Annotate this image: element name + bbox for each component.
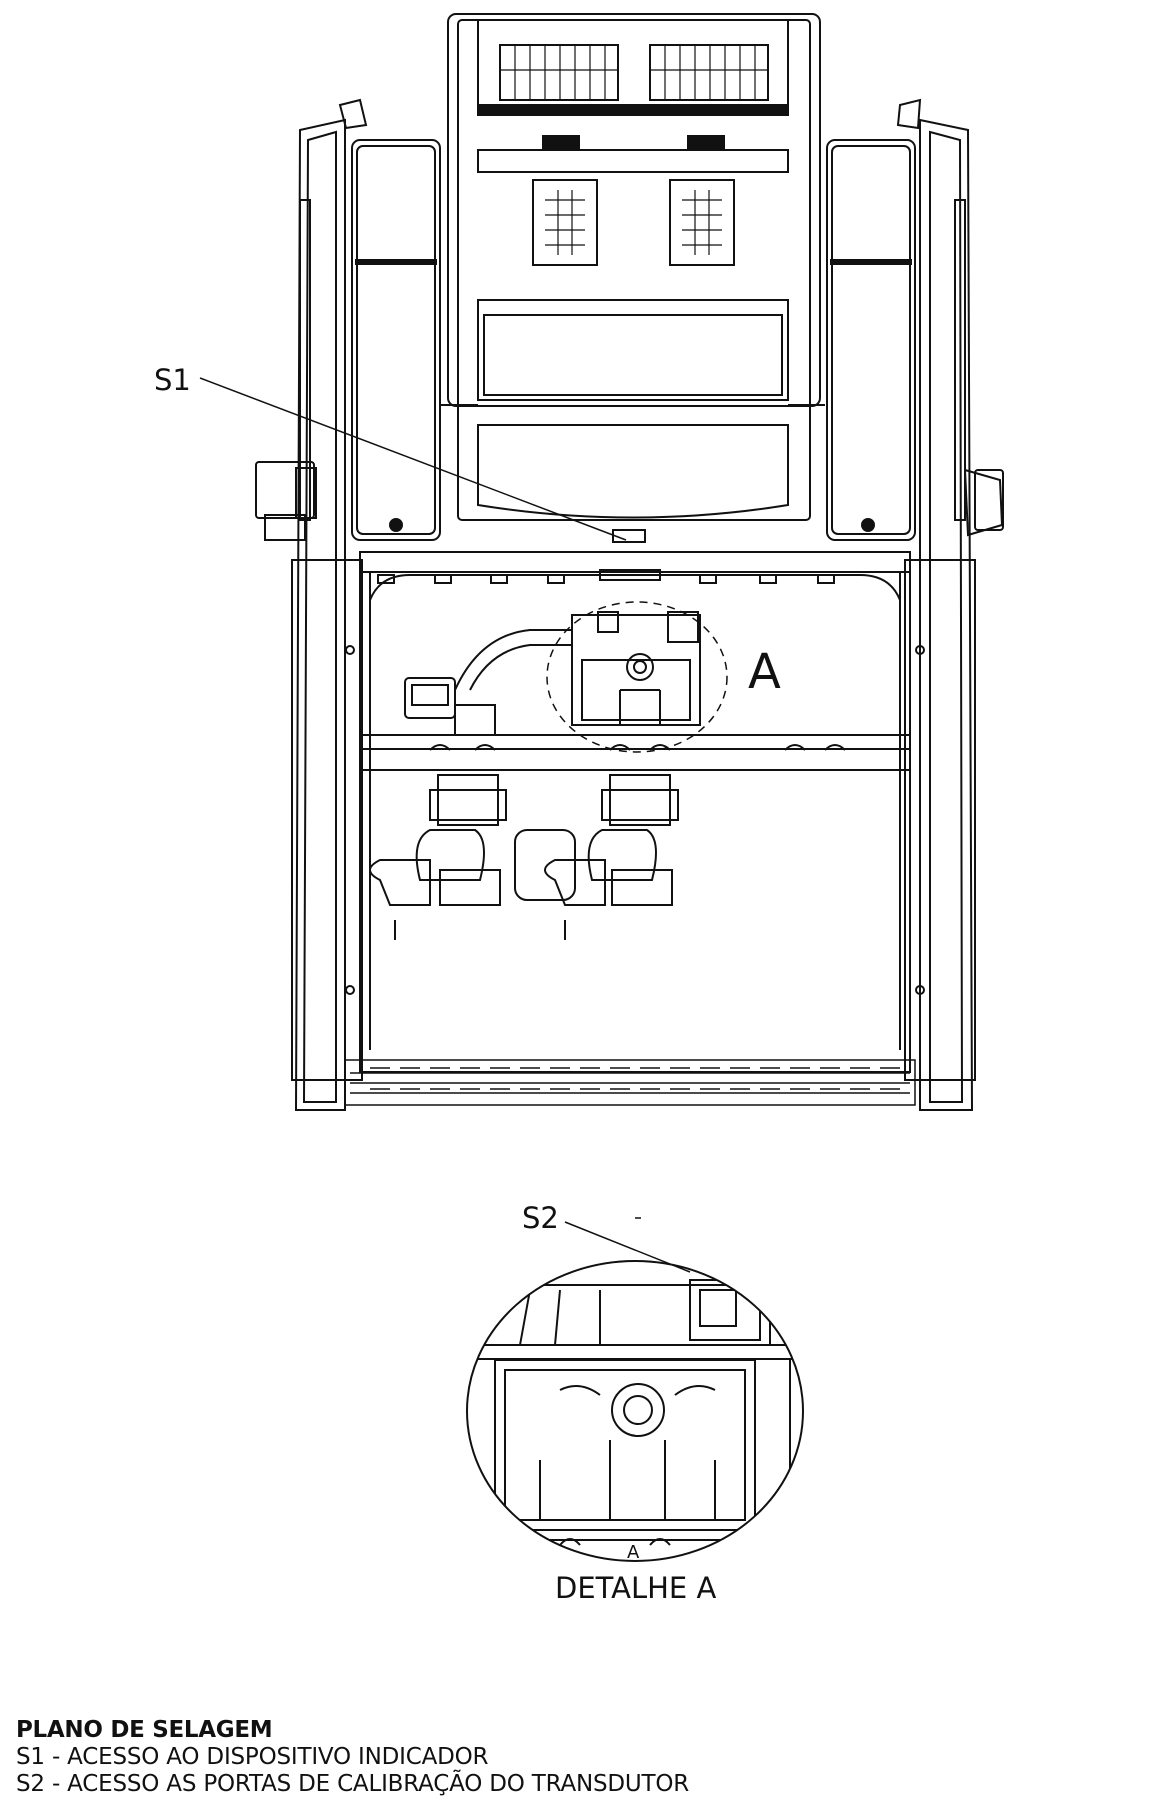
right-side-column — [826, 98, 1004, 1111]
legend-item-s1: S1 - ACESSO AO DISPOSITIVO INDICADOR — [16, 1744, 489, 1770]
dispenser-front-view — [199, 13, 1004, 1111]
display-head — [440, 13, 825, 543]
detail-a-caption: DETALHE A — [555, 1571, 716, 1605]
keypad-grids — [500, 45, 768, 255]
s2-callout: S2 — [522, 1201, 559, 1235]
detail-a-label: A — [748, 644, 781, 700]
sealing-plan-legend: PLANO DE SELAGEM S1 - ACESSO AO DISPOSIT… — [16, 1716, 1116, 1798]
s2-leader-line — [564, 1221, 691, 1273]
left-side-column — [255, 98, 441, 1111]
detail-a-inner-label: A — [627, 1542, 640, 1563]
s1-callout: S1 — [154, 363, 191, 397]
detail-a-circle — [546, 601, 728, 753]
meter-assembly — [571, 611, 701, 726]
legend-item-s2: S2 - ACESSO AS PORTAS DE CALIBRAÇÃO DO T… — [16, 1771, 690, 1797]
pipe-and-pump — [404, 629, 572, 736]
detail-a-view — [466, 1217, 804, 1562]
lower-pump-right — [514, 774, 679, 940]
bottom-grille — [344, 1059, 916, 1106]
hydraulic-cabinet — [345, 551, 925, 1073]
legend-title: PLANO DE SELAGEM — [16, 1717, 273, 1743]
lower-pump-left — [369, 774, 507, 940]
s1-leader-line — [199, 377, 627, 541]
